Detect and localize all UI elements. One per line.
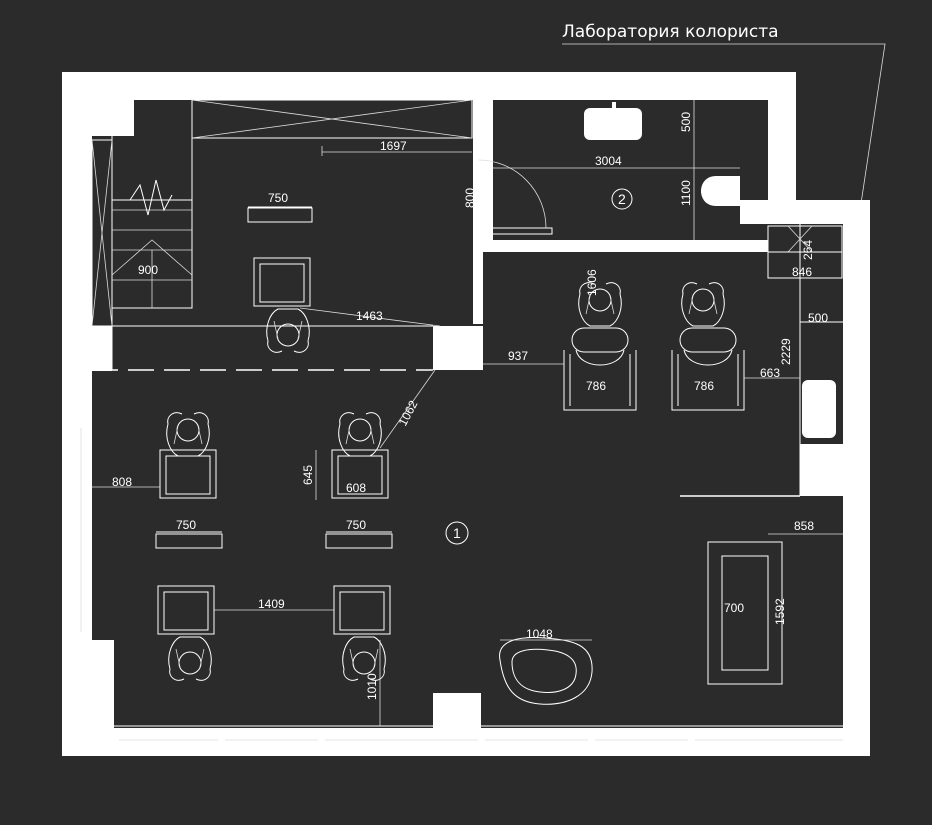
bench-750-a: [155, 531, 223, 549]
toilet: [701, 176, 740, 206]
station-armchair-4: [333, 585, 391, 635]
dim-264: 264: [801, 240, 815, 260]
dim-700: 700: [724, 601, 744, 615]
dim-846: 846: [792, 265, 812, 279]
bathroom-door: [477, 156, 553, 235]
dim-750-b: 750: [346, 518, 366, 532]
room-2-marker: [611, 188, 633, 210]
room-1-number: 1: [453, 525, 461, 541]
dim-800: 800: [463, 188, 477, 208]
lab-armchair: [253, 257, 311, 307]
dim-1062: 1062: [396, 398, 421, 428]
dim-1606: 1606: [585, 269, 599, 296]
dim-1048: 1048: [526, 627, 553, 641]
dim-608: 608: [346, 481, 366, 495]
dim-1697: 1697: [380, 139, 407, 153]
wash-chair-right: [671, 327, 745, 411]
dim-937: 937: [508, 349, 528, 363]
bench-750-top: [247, 206, 313, 223]
dim-500-top: 500: [679, 112, 693, 132]
room-1-marker: [445, 521, 469, 545]
dim-786-a: 786: [586, 379, 606, 393]
top-storage-unit: [191, 99, 473, 210]
dim-663: 663: [760, 366, 780, 380]
left-cabinet: [91, 139, 193, 327]
lab-person: [266, 308, 310, 353]
sofa: [707, 533, 843, 685]
dim-500-right: 500: [808, 311, 828, 325]
outer-walls: [62, 72, 870, 756]
wash-person-right: [681, 282, 725, 327]
title-label: Лаборатория колориста: [562, 22, 779, 42]
right-crossed-unit: [767, 225, 843, 323]
dim-808: 808: [112, 475, 132, 489]
dim-750-top: 750: [268, 191, 288, 205]
left-window: [73, 427, 89, 633]
dim-2229: 2229: [779, 338, 793, 365]
dim-1592: 1592: [773, 598, 787, 625]
bench-750-b: [325, 531, 393, 549]
dim-900: 900: [138, 263, 158, 277]
station-armchair-3: [157, 585, 215, 635]
dim-645: 645: [301, 465, 315, 485]
dim-750-a: 750: [176, 518, 196, 532]
dim-1409: 1409: [258, 597, 285, 611]
dim-786-b: 786: [694, 379, 714, 393]
bottom-window: [112, 735, 695, 743]
dim-3004: 3004: [595, 154, 622, 168]
room-2-number: 2: [618, 191, 626, 207]
dim-1100: 1100: [679, 180, 693, 206]
wash-sink: [802, 380, 836, 438]
dim-858: 858: [794, 519, 814, 533]
bathroom-sink: [584, 102, 642, 140]
station-armchair-1: [159, 449, 217, 499]
lounge-chair: [499, 637, 593, 705]
dim-1463: 1463: [356, 309, 383, 323]
station-person-3: [168, 636, 212, 681]
dim-1010: 1010: [365, 673, 379, 700]
wash-chair-left: [563, 327, 637, 411]
